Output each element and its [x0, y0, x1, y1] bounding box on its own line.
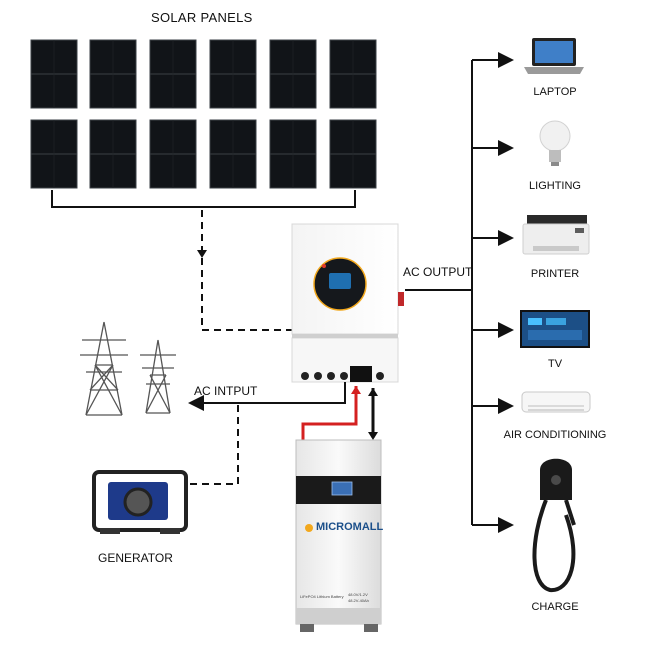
dc-link-up-arrow-icon — [368, 388, 378, 396]
output-label-lighting: LIGHTING — [529, 180, 581, 192]
output-label-charge: CHARGE — [531, 601, 579, 613]
generator-label: GENERATOR — [98, 551, 173, 565]
output-label-air-conditioning: AIR CONDITIONING — [503, 429, 607, 441]
ac-input-label: AC INTPUT — [194, 384, 258, 398]
output-label-laptop: LAPTOP — [533, 86, 577, 98]
battery-cabinet — [295, 439, 382, 632]
tv-icon — [520, 310, 590, 348]
ac-output-label: AC OUTPUT — [403, 265, 473, 279]
dc-link-red-arrow-icon — [351, 386, 361, 394]
solar-panels-label: SOLAR PANELS — [151, 10, 253, 25]
brand-logo-icon — [305, 524, 313, 532]
output-label-printer: PRINTER — [530, 268, 580, 280]
dc-link-red — [301, 386, 358, 440]
battery-spec-left: LiFePO4 Lithium Battery — [300, 594, 344, 599]
ev-charger-icon — [532, 458, 576, 593]
inverter — [291, 223, 404, 383]
pv-arrow-icon — [197, 250, 207, 258]
grid-link-line — [290, 382, 346, 404]
solar-panel-array — [30, 39, 377, 189]
ac-output-line — [405, 60, 473, 525]
power-tower-icon — [80, 321, 176, 416]
generator-icon — [92, 470, 188, 534]
pv-dashed-line — [201, 210, 292, 331]
panel-combiner-line — [51, 190, 356, 208]
dc-link-down-arrow-icon — [368, 432, 378, 440]
generator-dashed-line — [186, 405, 239, 485]
output-label-tv: TV — [547, 358, 563, 370]
printer-icon — [522, 215, 590, 255]
battery-brand-label: MICROMALL — [316, 521, 384, 533]
light-bulb-icon — [539, 120, 571, 166]
laptop-icon — [524, 38, 584, 74]
battery-spec-right-1: 48.0V/1.2V — [348, 592, 368, 597]
air-conditioner-icon — [521, 391, 591, 413]
battery-spec-right-2: 48.2V-40Ah — [348, 598, 369, 603]
